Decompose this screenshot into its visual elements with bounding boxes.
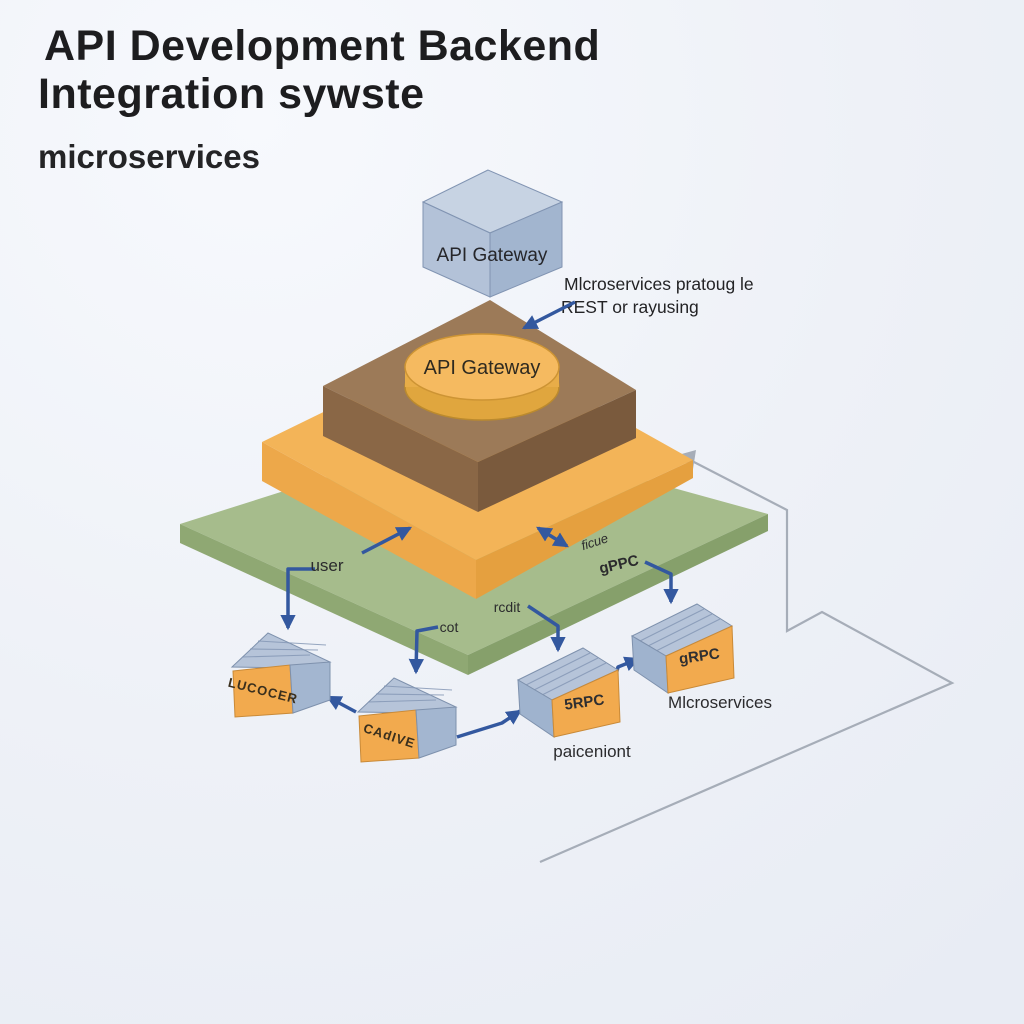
service-box-cache: CAdIVE — [356, 677, 458, 763]
service-box-logger: LUCOCER — [227, 632, 332, 718]
label-redit: rcdit — [494, 599, 521, 615]
grpc-slat — [655, 618, 721, 652]
green-platform-right-face — [468, 514, 768, 675]
cache-slat — [367, 699, 437, 703]
arrow-up-to-orange — [361, 526, 413, 555]
arrow-cache-to-rpc — [456, 709, 522, 739]
grpc-slat — [639, 608, 705, 642]
logger-slat — [249, 648, 319, 651]
cylinder-label: API Gateway — [424, 357, 541, 379]
green-platform-left-face — [180, 524, 468, 675]
caption-microservices: Mlcroservices — [668, 693, 772, 712]
brown-platform-left-face — [323, 386, 478, 512]
rpc-slat — [533, 657, 599, 691]
arrow-ot-down — [408, 625, 439, 675]
annotation-note: Mlcroservices pratoug le REST or rayusin… — [561, 274, 754, 317]
arrow-grpc-down — [644, 560, 679, 605]
label-ot: cot — [440, 619, 459, 635]
page-title-line2: Integration sywste — [38, 70, 425, 118]
rpc-box-label: 5RPC — [563, 691, 605, 713]
brown-platform-right-face — [478, 390, 636, 512]
orange-platform-right-face — [476, 460, 693, 599]
logger-slat — [257, 640, 327, 646]
logger-slat — [241, 654, 311, 658]
orange-platform-left-face — [262, 442, 476, 599]
gray-zigzag-line — [539, 460, 955, 864]
page-subtitle: microservices — [38, 138, 260, 175]
rpc-slat — [541, 662, 607, 696]
annotation-line2: REST or rayusing — [561, 297, 699, 317]
grpc-box-label: gRPC — [678, 645, 721, 668]
cube-label: API Gateway — [437, 245, 548, 266]
rpc-box-front — [551, 669, 621, 738]
api-gateway-cube: API Gateway — [421, 169, 564, 298]
arrow-user-down — [280, 567, 315, 631]
arrow-annotation-to-platform — [521, 300, 576, 330]
cache-box-right — [415, 706, 457, 759]
flow-arrows — [280, 300, 679, 739]
gateway-cylinder: API Gateway — [404, 333, 560, 421]
logger-box-right — [289, 661, 331, 714]
annotation-line1: Mlcroservices pratoug le — [564, 274, 754, 294]
rpc-slat — [525, 652, 591, 686]
label-user: user — [310, 556, 343, 575]
caption-payment: paiceniont — [553, 742, 631, 761]
cache-slat — [383, 685, 453, 691]
cache-slat — [375, 693, 445, 696]
arrow-double-route — [536, 526, 569, 548]
page-title-line1: API Development Backend — [44, 22, 600, 70]
service-box-grpc: gRPC — [630, 603, 735, 694]
grpc-slat — [647, 613, 713, 647]
cylinder-top — [404, 333, 560, 401]
grpc-box-front — [665, 625, 735, 694]
arrow-cache-to-logger — [325, 695, 357, 714]
arrow-redit-down — [527, 604, 566, 653]
cube-right-face — [489, 201, 563, 298]
service-box-rpc: 5RPC — [516, 647, 621, 738]
